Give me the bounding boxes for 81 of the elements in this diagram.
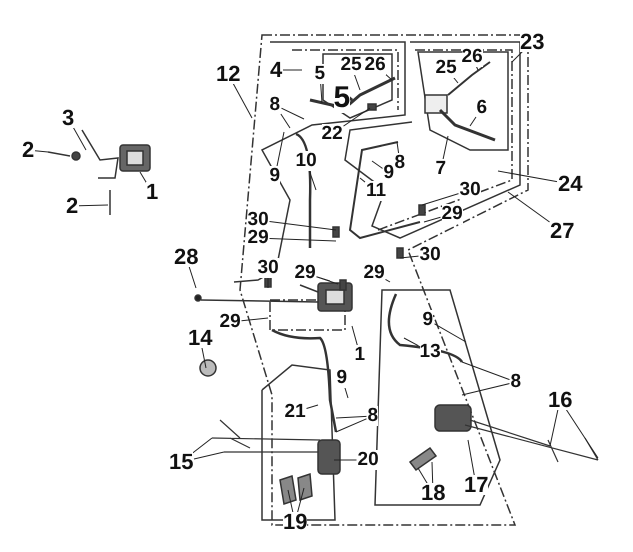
leader-line [344,386,348,398]
leader-line [422,193,459,206]
leader-line [462,362,510,380]
leader-line [269,238,336,242]
callout-number: 3 [62,108,74,128]
callout-number: 2 [66,196,78,216]
leader-line [296,488,304,514]
leader-line [140,172,148,184]
callout-number: 9 [270,166,280,186]
leader-line [565,408,598,458]
leader-line [316,276,338,284]
callout-number: 16 [548,390,572,410]
callout-number: 1 [146,182,158,202]
leader-line [396,142,400,154]
leader-line [432,462,434,484]
leader-line [434,323,466,342]
callout-number: 18 [421,483,446,503]
callout-number: 14 [188,328,212,348]
leader-line [400,256,419,258]
callout-number: 29 [442,204,463,224]
callout-number: 24 [558,174,582,194]
leader-line [424,216,441,222]
leader-line [384,74,392,80]
callout-number: 15 [169,452,194,472]
callout-number: 28 [174,247,198,267]
callout-number: 23 [520,32,544,52]
leader-line [404,338,419,346]
callout-number: 2 [22,140,34,160]
callout-number: 26 [364,55,386,75]
leader-line [34,150,48,152]
leader-line [442,136,448,160]
callout-number: 27 [550,221,574,241]
callout-number: 5 [334,83,350,113]
leader-line [354,74,360,90]
leader-line [352,326,358,346]
leader-line [78,204,108,206]
callout-number: 4 [270,60,282,80]
leader-line [320,82,322,104]
callout-number: 26 [462,47,483,67]
leader-line [188,266,196,288]
leader-line [372,160,383,169]
leader-line [316,276,330,282]
leader-line [201,346,206,368]
callout-number: 11 [366,181,386,201]
leader-line [336,416,367,418]
leader-line [462,383,510,396]
callout-number: 9 [336,368,348,388]
callout-number: 17 [464,475,488,495]
leader-line [550,408,559,446]
callout-number: 12 [216,64,240,84]
leader-line [418,468,428,484]
callout-number: 10 [296,151,317,171]
callout-number: 25 [436,58,457,78]
leader-line [288,490,294,514]
leader-line [192,438,212,454]
leader-line [336,418,367,432]
leader-line [241,318,268,322]
callout-number: 25 [340,55,362,75]
callout-number: 8 [368,406,378,426]
leader-line [343,108,370,127]
leader-line [308,170,316,190]
callout-number: 30 [258,258,279,278]
leader-line [306,404,318,409]
leader-line [280,114,290,128]
callout-number: 19 [283,512,308,532]
leader-line [194,452,224,460]
leader-line [360,178,366,183]
leader-line [470,116,476,126]
leader-line [385,278,390,282]
callout-number: 5 [314,64,326,84]
leader-line [281,108,304,120]
leader-line [498,170,558,182]
leader-line [232,82,252,118]
leader-line [269,220,336,230]
leader-line [468,440,475,476]
callout-number: 20 [358,450,379,470]
leader-line [276,132,284,168]
callout-number: 30 [460,180,481,200]
leader-line [512,50,524,62]
leader-line [72,126,86,150]
leader-line [508,192,550,222]
